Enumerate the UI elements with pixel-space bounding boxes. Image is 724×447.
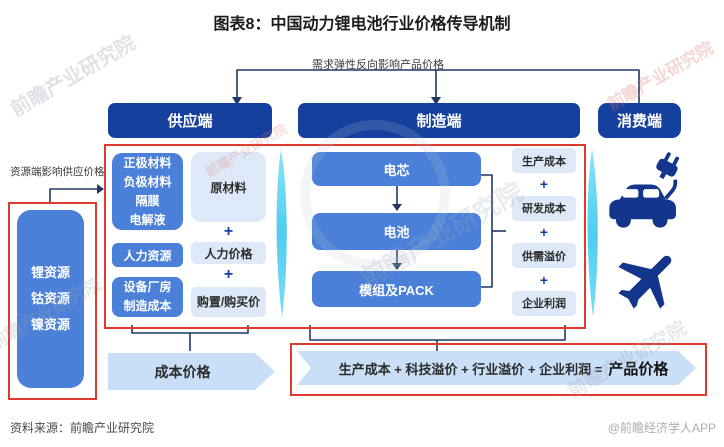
supply-factor-equipment: 设备厂房 制造成本 [112,277,183,317]
electric-car-icon [609,152,680,228]
price-raw-materials: 原材料 [191,152,266,222]
battery-box: 电池 [312,213,481,250]
stage-supply-box: 供应端 [108,103,272,138]
resource-frame [8,202,97,400]
cost-profit: 企业利润 [512,290,576,316]
formula-result: 产品价格 [608,360,669,378]
supply-factor-labor: 人力资源 [112,243,183,267]
formula-lhs: 生产成本 + 科技溢价 + 行业溢价 + 企业利润 = [338,361,603,377]
price-purchase: 购置/购买价 [191,287,266,317]
demand-feedback-label: 需求弹性反向影响产品价格 [312,59,444,71]
plus-icon: + [539,176,549,193]
manufacture-cost-column: 生产成本 + 研发成本 + 供需溢价 + 企业利润 [512,148,576,316]
chart-title: 图表8：中国动力锂电池行业价格传导机制 [213,16,511,33]
plus-icon: + [539,271,549,288]
source-note: 资料来源：前瞻产业研究院 [10,421,155,435]
plus-icon: + [223,223,234,240]
module-pack-box: 模组及PACK [312,271,481,307]
flow-lens-icon [276,149,287,317]
resources-box: 锂资源 钴资源 镍资源 [17,210,84,388]
stage-manufacture-box: 制造端 [298,103,580,138]
resource-influence-label: 资源端影响供应价格 [10,166,105,178]
cost-production: 生产成本 [512,148,576,173]
price-formula-frame [290,343,707,396]
supply-factor-materials: 正极材料 负极材料 隔膜 电解液 [112,153,183,230]
brand-note: @前瞻经济学人APP [607,421,716,435]
plus-icon: + [223,266,234,283]
cost-price-arrow: 成本价格 [108,353,275,390]
cell-box: 电芯 [312,152,481,186]
flow-lens-icon [587,149,598,317]
price-formula-arrow: 生产成本 + 科技溢价 + 行业溢价 + 企业利润 = 产品价格 [297,351,696,385]
plus-icon: + [539,223,549,240]
cost-premium: 供需溢价 [512,243,576,269]
airplane-icon [618,255,672,309]
price-labor: 人力价格 [191,242,266,264]
cost-rd: 研发成本 [512,195,576,221]
stage-consume-box: 消费端 [598,103,681,138]
